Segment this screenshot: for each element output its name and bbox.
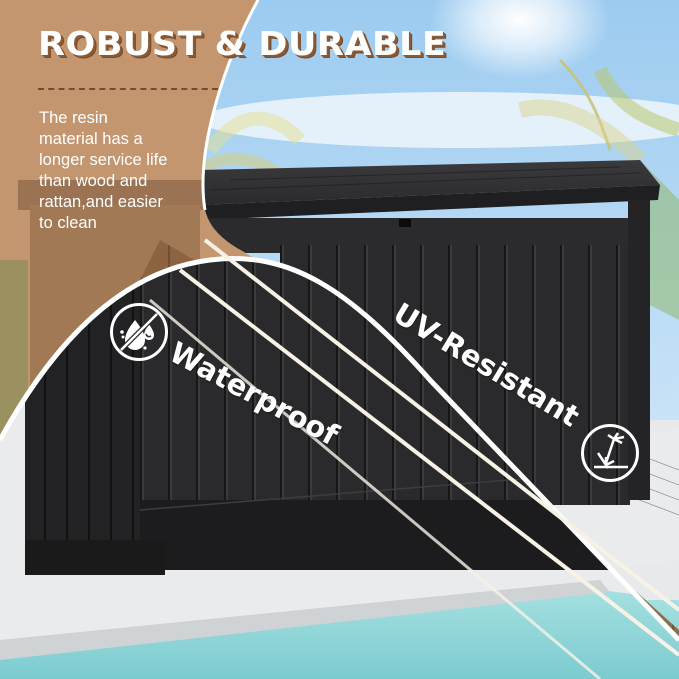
uv-resistant-badge <box>581 424 639 482</box>
dashed-divider <box>38 88 218 90</box>
waterproof-badge <box>110 303 168 361</box>
waterproof-drops-icon <box>119 312 159 352</box>
uv-sun-palm-icon <box>594 432 628 470</box>
description-text: The resin material has a longer service … <box>39 109 168 232</box>
headline: ROBUST & DURABLE <box>38 24 447 63</box>
